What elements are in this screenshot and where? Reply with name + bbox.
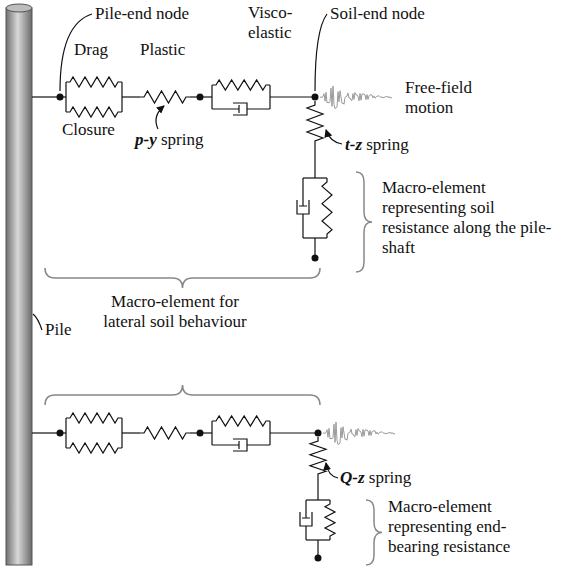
spring-label: Q-z spring — [340, 468, 411, 488]
wire — [314, 145, 315, 178]
spring-symbol — [66, 443, 122, 453]
wire — [200, 432, 212, 433]
leader-line — [315, 14, 327, 91]
spring-symbol — [212, 80, 270, 90]
pile — [6, 4, 32, 565]
dashpot-symbol — [297, 200, 309, 238]
node-dot — [312, 255, 319, 262]
spring-symbol — [322, 178, 332, 238]
spring-symbol — [325, 500, 335, 540]
wire — [65, 418, 66, 448]
motion-label: Free-field motion — [405, 78, 485, 118]
spring-label: t-z spring — [345, 135, 409, 155]
wire — [60, 96, 66, 97]
wire — [65, 82, 66, 112]
wire — [60, 432, 66, 433]
wire — [270, 432, 318, 433]
dashpot-symbol — [233, 439, 270, 451]
wire — [32, 432, 60, 433]
wire — [211, 85, 212, 109]
leader-arrow — [326, 130, 342, 144]
dashpot-symbol — [233, 103, 270, 115]
wire — [211, 421, 212, 445]
leader-lines — [33, 14, 342, 478]
spring-symbol — [310, 437, 326, 478]
wire — [317, 478, 318, 500]
brace — [356, 172, 372, 272]
node-label: Soil-end node — [330, 4, 425, 24]
wire — [200, 96, 212, 97]
spring-symbol — [66, 77, 122, 87]
spring-symbol — [140, 91, 190, 103]
wire — [306, 499, 330, 500]
leader-arrow — [156, 106, 164, 129]
spring-label: Visco- elastic — [248, 3, 304, 43]
macro-element-label: Macro-element for lateral soil behaviour — [100, 292, 250, 332]
macro-element-label: Macro-element representing soil resistan… — [382, 178, 564, 258]
node-label: Pile-end node — [95, 4, 189, 24]
spring-symbol — [307, 101, 323, 145]
spring-label: Drag — [74, 40, 108, 60]
spring-symbol — [66, 107, 122, 117]
brace — [45, 385, 320, 405]
dashpot-symbol — [212, 105, 239, 113]
wire — [122, 432, 140, 433]
spring-symbol — [212, 416, 270, 426]
wire — [303, 177, 327, 178]
spring-symbol — [66, 413, 122, 423]
dashpot-symbol — [212, 441, 239, 449]
node-dot — [315, 555, 322, 562]
leader-arrow — [326, 463, 338, 478]
brace — [45, 268, 320, 288]
wire — [32, 96, 60, 97]
node-dot — [312, 94, 319, 101]
spring-label: Plastic — [140, 40, 185, 60]
free-field-motion — [320, 86, 392, 109]
node-dot — [315, 430, 322, 437]
leader-line — [33, 314, 42, 330]
spring-label: Closure — [62, 120, 115, 140]
dashpot-symbol — [302, 500, 310, 518]
wire — [270, 96, 315, 97]
dashpot-symbol — [299, 178, 307, 206]
free-field-motion — [323, 422, 395, 445]
spring-label: p-y spring — [135, 130, 203, 150]
brace — [366, 500, 382, 565]
dashpot-symbol — [300, 512, 312, 540]
pile-label: Pile — [45, 320, 71, 340]
spring-network — [32, 77, 395, 565]
macro-element-label: Macro-element representing end-bearing r… — [388, 497, 548, 557]
wire — [122, 96, 140, 97]
spring-symbol — [140, 427, 190, 439]
